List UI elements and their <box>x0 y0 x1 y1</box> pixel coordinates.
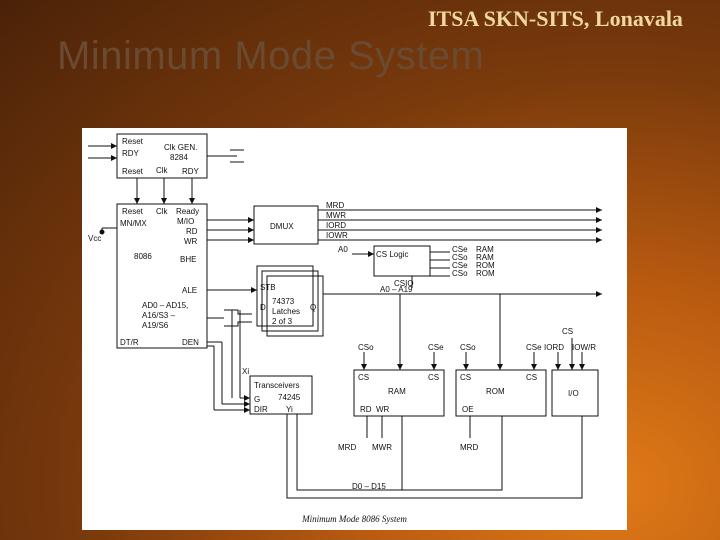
cpu-wr-label: WR <box>184 237 198 246</box>
cs-logic-cs2: CSo <box>452 253 468 262</box>
xcvr-yi-label: Yi <box>286 405 293 414</box>
cpu-ad-label-1: AD0 – AD15, <box>142 301 188 310</box>
cpu-clk-label: Clk <box>156 207 169 216</box>
cs-logic-cs3: CSe <box>452 261 468 270</box>
rom-box <box>455 369 547 417</box>
ram-mrd-label: MRD <box>338 443 356 452</box>
xcvr-dir-label: DIR <box>254 405 268 414</box>
cpu-mio-label: M/IO <box>177 217 194 226</box>
cpu-8086-box <box>116 203 208 349</box>
rom-cs-right-label: CS <box>526 373 537 382</box>
dmux-iord-label: IORD <box>326 221 346 230</box>
cpu-reset-label: Reset <box>122 207 144 216</box>
cpu-rd-label: RD <box>186 227 198 236</box>
cs-logic-rom1: ROM <box>476 261 495 270</box>
rom-cso-label: CSo <box>460 343 476 352</box>
cpu-ready-label: Ready <box>176 207 199 216</box>
io-iowr-label: IOW/R <box>572 343 596 352</box>
xcvr-xi-label: Xi <box>242 367 249 376</box>
latch-d-label: D <box>260 303 266 312</box>
ram-cs-right-label: CS <box>428 373 439 382</box>
dmux-mwr-label: MWR <box>326 211 346 220</box>
ram-rd-label: RD <box>360 405 372 414</box>
diagram-caption: Minimum Mode 8086 System <box>302 514 407 524</box>
cpu-bhe-label: BHE <box>180 255 196 264</box>
clk-reset-out-label: Reset <box>122 167 144 176</box>
io-iord-label: IORD <box>544 343 564 352</box>
rom-name: ROM <box>486 387 505 396</box>
cpu-vcc-label: Vcc <box>88 234 101 243</box>
cs-logic-cs1: CSe <box>452 245 468 254</box>
cpu-mnmx-label: MN/MX <box>120 219 147 228</box>
data-bus-label: D0 – D15 <box>352 482 386 491</box>
latch-count: 2 of 3 <box>272 317 293 326</box>
ram-name: RAM <box>388 387 406 396</box>
transceivers-box <box>249 375 313 415</box>
cs-logic-cs4: CSo <box>452 269 468 278</box>
cs-logic-box <box>373 245 431 277</box>
address-bus-label: A0 – A19 <box>380 285 413 294</box>
dmux-iowr-label: IOWR <box>326 231 348 240</box>
ram-cse-label: CSe <box>428 343 444 352</box>
minimum-mode-diagram: Reset RDY Clk GEN. 8284 Reset Clk RDY Re… <box>88 133 602 499</box>
ram-box <box>353 369 445 417</box>
ram-cso-label: CSo <box>358 343 374 352</box>
ram-wr-label: WR <box>376 405 390 414</box>
latch-name: Latches <box>272 307 300 316</box>
cpu-ad-label-3: A19/S6 <box>142 321 169 330</box>
latch-number: 74373 <box>272 297 295 306</box>
clk-gen-number: 8284 <box>170 153 188 162</box>
clk-rdy-out-label: RDY <box>182 167 200 176</box>
rom-oe-label: OE <box>462 405 474 414</box>
latches-box <box>266 275 324 337</box>
xcvr-g-label: G <box>254 395 260 404</box>
latch-q-label: Q <box>310 303 316 312</box>
xcvr-name: Transceivers <box>254 381 300 390</box>
clk-clk-out-label: Clk <box>156 166 169 175</box>
io-cs-label: CS <box>562 327 573 336</box>
latch-stb-label: STB <box>260 283 276 292</box>
clk-reset-in-label: Reset <box>122 137 144 146</box>
dmux-name: DMUX <box>270 222 294 231</box>
cpu-dtr-label: DT/R <box>120 338 139 347</box>
clk-gen-name: Clk GEN. <box>164 143 197 152</box>
org-name: ITSA SKN-SITS, Lonavala <box>428 6 683 31</box>
cpu-den-label: DEN <box>182 338 199 347</box>
cs-logic-a0-label: A0 <box>338 245 348 254</box>
io-box <box>551 369 599 417</box>
cpu-name: 8086 <box>134 252 152 261</box>
rom-mrd-label: MRD <box>460 443 478 452</box>
slide-title: Minimum Mode System <box>57 34 485 78</box>
dmux-mrd-label: MRD <box>326 201 344 210</box>
io-name: I/O <box>568 389 579 398</box>
xcvr-number: 74245 <box>278 393 301 402</box>
cs-logic-rom2: ROM <box>476 269 495 278</box>
cpu-ad-label-2: A16/S3 – <box>142 311 175 320</box>
cs-logic-csio-label: CSIO <box>394 279 414 288</box>
cs-logic-ram1: RAM <box>476 245 494 254</box>
rom-cs-left-label: CS <box>460 373 471 382</box>
cs-logic-ram2: RAM <box>476 253 494 262</box>
rom-cse-label: CSe <box>526 343 542 352</box>
dmux-box <box>253 205 319 245</box>
ram-mwr-label: MWR <box>372 443 392 452</box>
cpu-ale-label: ALE <box>182 286 197 295</box>
diagram-panel: Reset RDY Clk GEN. 8284 Reset Clk RDY Re… <box>82 128 627 530</box>
clk-rdy-in-label: RDY <box>122 149 140 158</box>
ram-cs-left-label: CS <box>358 373 369 382</box>
cs-logic-name: CS Logic <box>376 250 408 259</box>
